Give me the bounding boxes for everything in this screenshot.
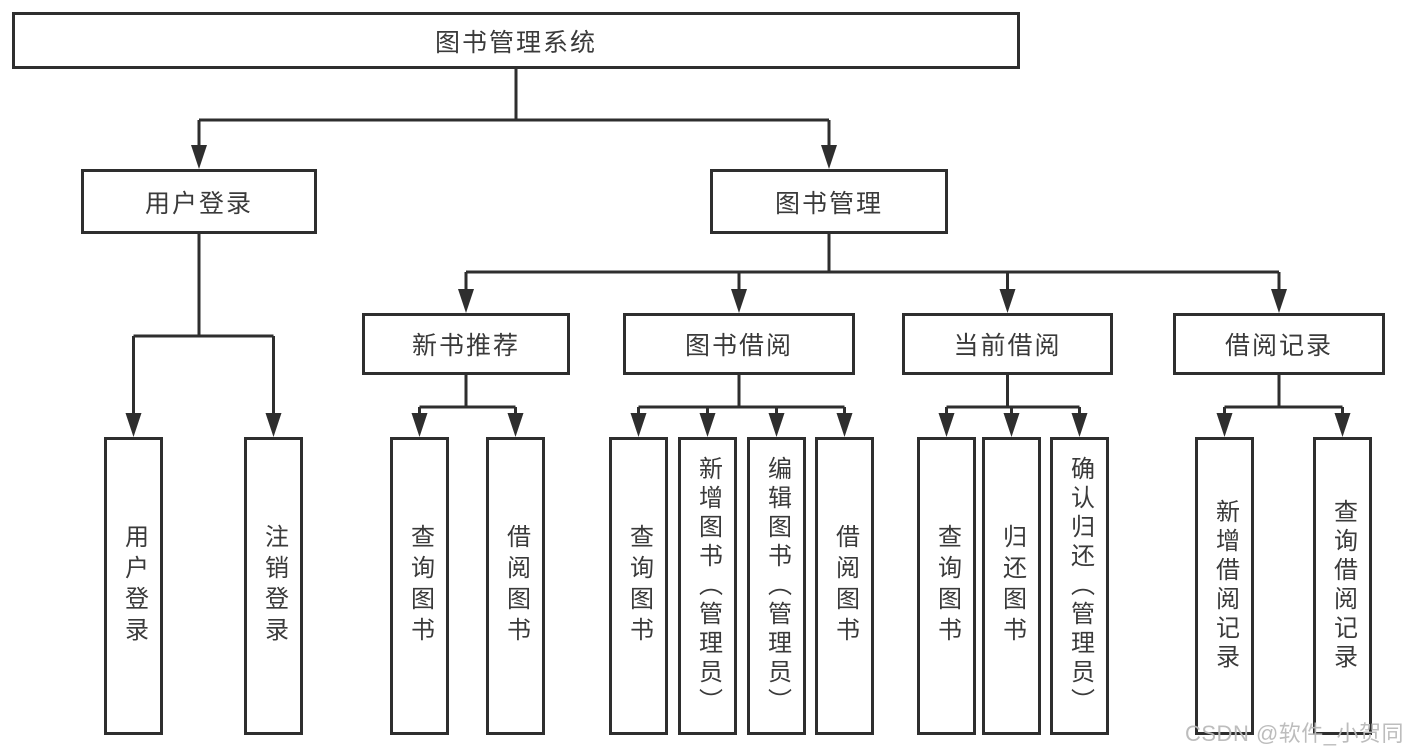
leaf-edit-book-admin: 编辑图书（管理员） <box>747 437 806 735</box>
node-current-borrowing: 当前借阅 <box>902 313 1113 375</box>
arrowhead-icons <box>125 145 1351 437</box>
leaf-query-books-current: 查询图书 <box>917 437 976 735</box>
leaf-logout: 注销登录 <box>244 437 303 735</box>
node-user-login: 用户登录 <box>81 169 317 234</box>
leaf-query-books-recommend: 查询图书 <box>390 437 449 735</box>
leaf-user-login: 用户登录 <box>104 437 163 735</box>
leaf-query-books-borrowing: 查询图书 <box>609 437 668 735</box>
leaf-return-books: 归还图书 <box>982 437 1041 735</box>
leaf-borrow-books-recommend: 借阅图书 <box>486 437 545 735</box>
leaf-add-borrow-record: 新增借阅记录 <box>1195 437 1254 735</box>
node-book-borrowing: 图书借阅 <box>623 313 855 375</box>
node-book-management: 图书管理 <box>710 169 948 234</box>
node-new-book-recommend: 新书推荐 <box>362 313 570 375</box>
leaf-borrow-books: 借阅图书 <box>815 437 874 735</box>
leaf-add-book-admin: 新增图书（管理员） <box>678 437 737 735</box>
leaf-confirm-return-admin: 确认归还（管理员） <box>1050 437 1109 735</box>
leaf-query-borrow-record: 查询借阅记录 <box>1313 437 1372 735</box>
csdn-watermark: CSDN @软件_小贺同学 <box>1185 721 1405 746</box>
node-borrow-records: 借阅记录 <box>1173 313 1385 375</box>
node-root-system: 图书管理系统 <box>12 12 1020 69</box>
